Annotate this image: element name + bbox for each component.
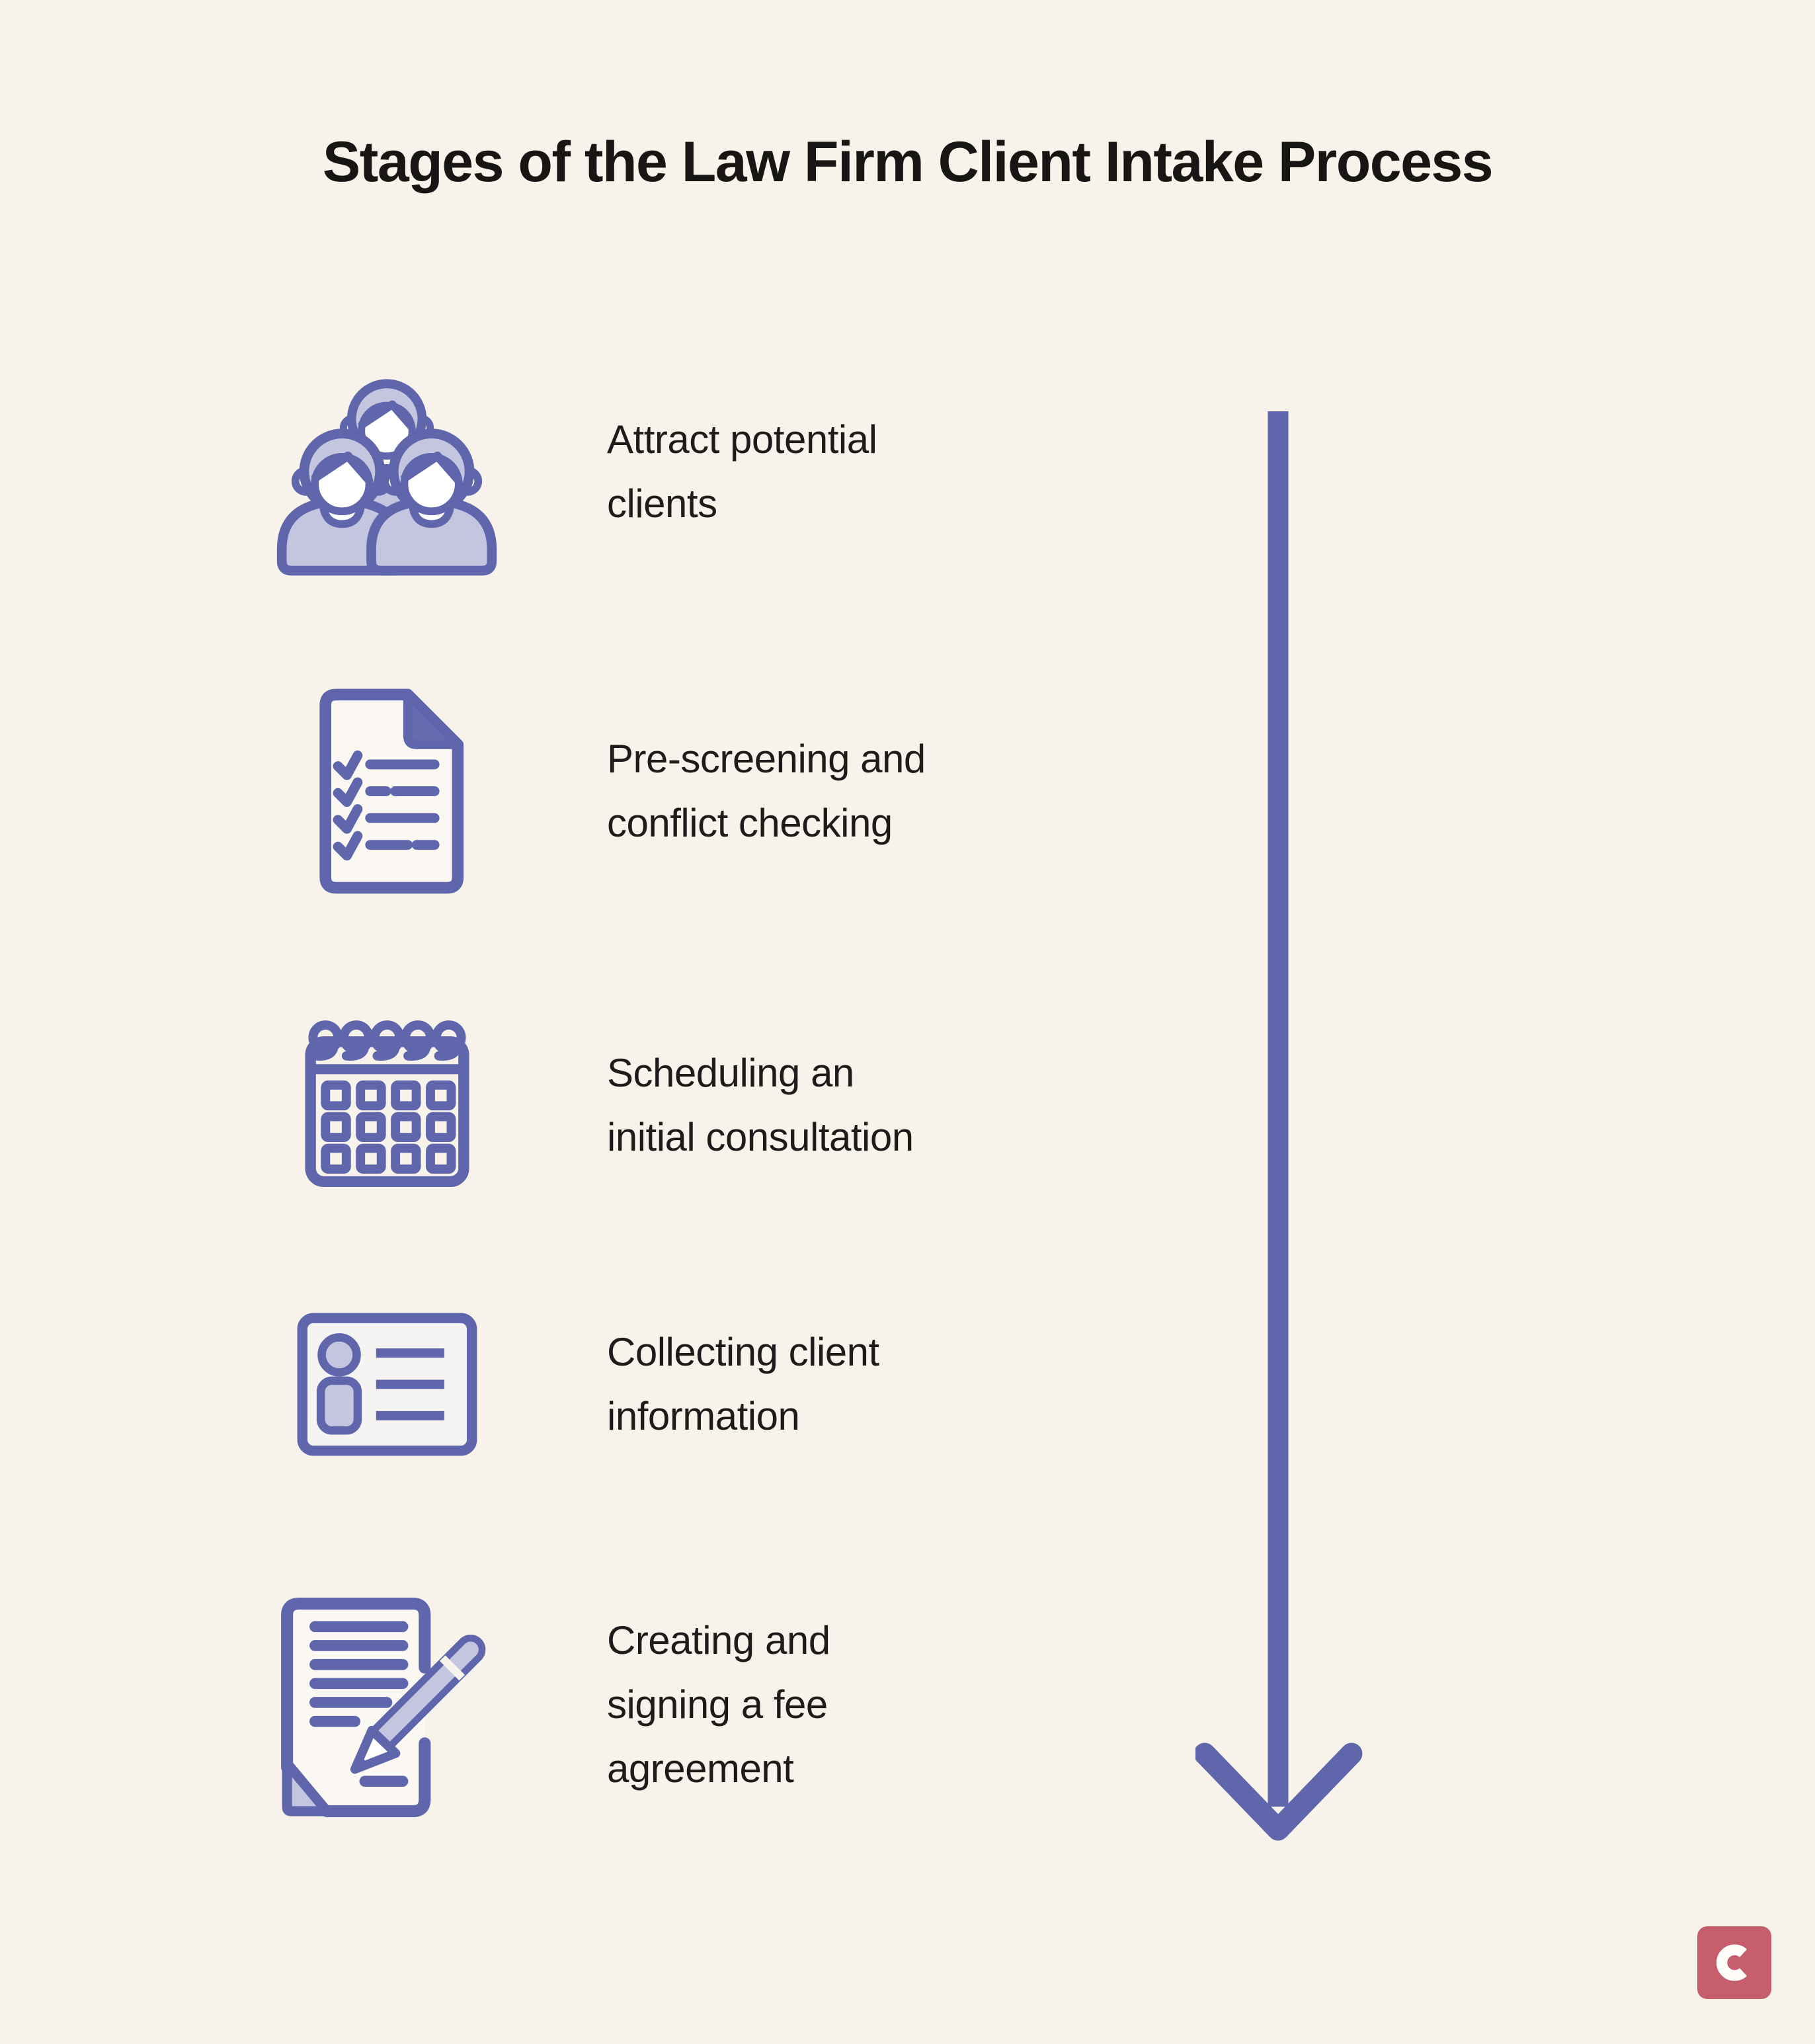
stage-label: Collecting client information <box>607 1330 879 1438</box>
page-title: Stages of the Law Firm Client Intake Pro… <box>322 130 1494 194</box>
clio-c-icon <box>1716 1944 1748 1981</box>
down-arrow <box>1195 411 1363 1841</box>
checklist-document-icon <box>319 688 464 893</box>
signing-document-icon <box>281 1597 486 1817</box>
id-card-icon <box>297 1312 477 1456</box>
stage-label: Attract potential clients <box>607 417 877 526</box>
stage-label: Scheduling an initial consultation <box>607 1051 914 1159</box>
stage-label: Pre-screening and conflict checking <box>607 737 926 845</box>
stage-label: Creating and signing a fee agreement <box>607 1617 830 1791</box>
calendar-icon <box>304 1020 469 1188</box>
stage-row-attract-clients: Attract potential clients <box>284 352 877 591</box>
clio-logo <box>1697 1926 1771 1999</box>
stage-row-scheduling: Scheduling an initial consultation <box>284 986 914 1224</box>
stage-row-fee-agreement: Creating and signing a fee agreement <box>281 1585 830 1823</box>
stage-row-pre-screening: Pre-screening and conflict checking <box>284 672 926 910</box>
stage-row-collecting-info: Collecting client information <box>284 1265 879 1503</box>
people-group-icon <box>286 372 488 571</box>
